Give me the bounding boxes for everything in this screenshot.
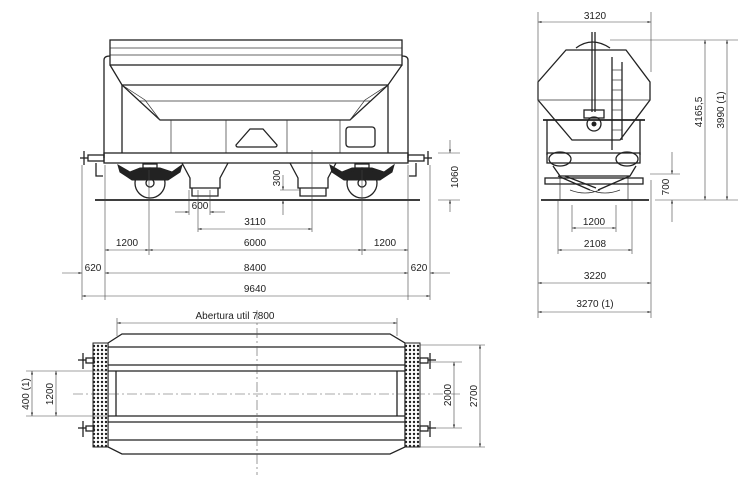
- side-window: [345, 126, 376, 148]
- side-view: 600 3110 300 1200 6000 1200 620 8400 620…: [62, 39, 461, 300]
- dim-4165-5: 4165,5: [694, 96, 705, 127]
- wagon-body-side: [80, 39, 432, 201]
- dim-400: 400 (1): [21, 378, 32, 410]
- side-dimensions: 600 3110 300 1200 6000 1200 620 8400 620…: [62, 140, 461, 300]
- wagon-top-outline: [73, 310, 460, 475]
- hatch-triangle-panel: [235, 128, 278, 148]
- dim-700: 700: [661, 178, 672, 195]
- bogie-left: [117, 163, 183, 199]
- end-block-left: [92, 342, 109, 448]
- brake-handwheel: [586, 116, 602, 132]
- dim-3220: 3220: [584, 271, 607, 282]
- buffer-left: [80, 151, 105, 177]
- dim-3990: 3990 (1): [716, 91, 727, 128]
- ladder: [611, 57, 623, 150]
- outlet-right: [289, 162, 337, 197]
- dim-1200-left: 1200: [116, 238, 139, 249]
- end-view: 3120 1200 2108 3220 3270 (1) 700 4165,5 …: [537, 11, 738, 318]
- dim-9640: 9640: [244, 284, 267, 295]
- end-block-right: [404, 342, 421, 448]
- dim-300: 300: [272, 169, 283, 186]
- dim-1200-plan: 1200: [45, 382, 56, 405]
- end-dimensions: 3120 1200 2108 3220 3270 (1) 700 4165,5 …: [537, 11, 738, 318]
- dim-2000: 2000: [443, 383, 454, 406]
- buffer-plan-right: [419, 353, 436, 437]
- dim-3120: 3120: [584, 11, 607, 22]
- plan-view: Abertura util 7800: [21, 310, 485, 475]
- wagon-body-end: [537, 32, 651, 201]
- dim-1200-gauge: 1200: [583, 217, 606, 228]
- dim-8400: 8400: [244, 263, 267, 274]
- buffer-plan-left: [78, 353, 95, 437]
- dim-1060: 1060: [450, 165, 461, 188]
- outlet-left: [181, 162, 229, 197]
- opening-label: Abertura util 7800: [196, 311, 275, 322]
- dim-6000: 6000: [244, 238, 267, 249]
- dim-2108: 2108: [584, 239, 607, 250]
- buffer-left-end: [548, 151, 572, 167]
- buffer-right-end: [615, 151, 639, 167]
- dim-620-left: 620: [85, 263, 102, 274]
- dim-620-right: 620: [411, 263, 428, 274]
- buffer-right: [407, 151, 432, 177]
- plan-dimensions: 400 (1) 1200 2000 2700: [21, 344, 485, 448]
- underframe: [103, 152, 409, 164]
- dim-1200-right: 1200: [374, 238, 397, 249]
- dim-2700: 2700: [469, 384, 480, 407]
- dim-3270: 3270 (1): [576, 299, 613, 310]
- dim-3110: 3110: [244, 217, 266, 228]
- dim-600: 600: [192, 201, 209, 212]
